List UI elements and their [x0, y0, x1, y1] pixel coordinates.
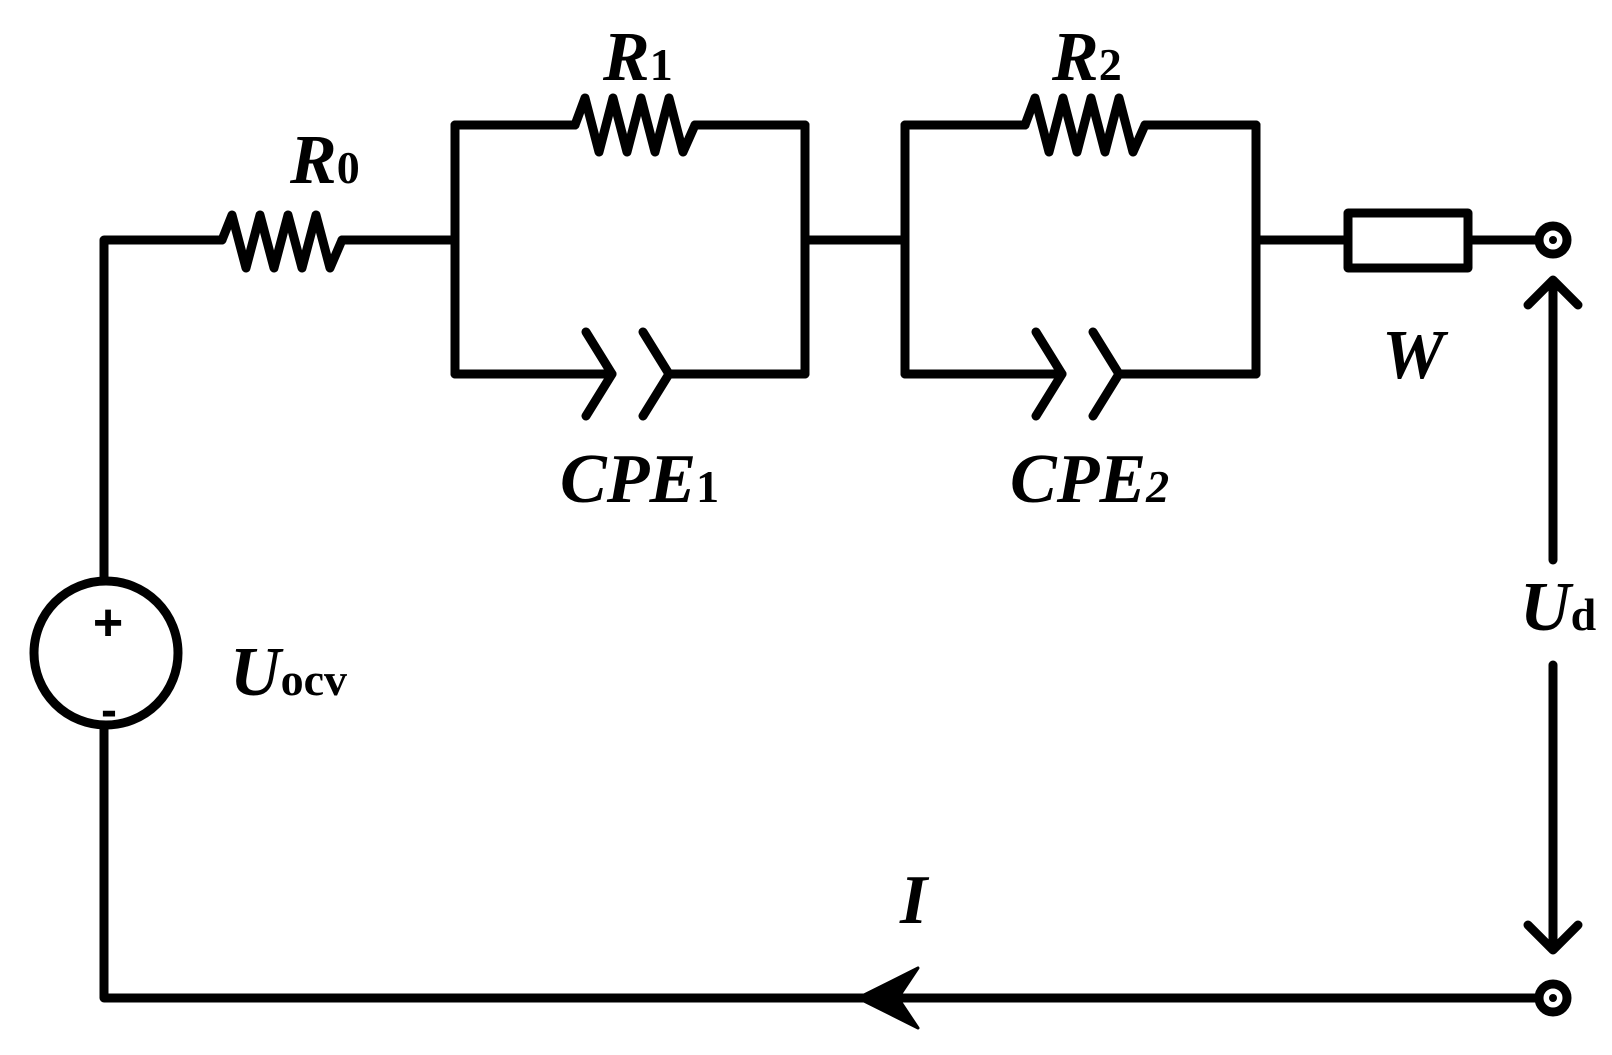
source-minus-sign: -	[101, 684, 117, 737]
voltage-source	[29, 576, 183, 730]
label-w: W	[1382, 317, 1449, 394]
ud-arrow-up-head	[1523, 275, 1583, 310]
label-ud: Ud	[1520, 569, 1597, 646]
warburg-element	[1343, 208, 1473, 273]
wire-left-top	[99, 235, 227, 585]
resistor-r1	[570, 93, 700, 157]
terminal-bottom-dot	[1549, 994, 1557, 1002]
terminal-top-dot	[1549, 236, 1557, 244]
label-cpe1: CPE1	[560, 441, 719, 518]
label-r1: R1	[602, 19, 673, 96]
wire-bottom	[99, 720, 1542, 1003]
resistor-r2	[1020, 93, 1150, 157]
label-r2: R2	[1051, 19, 1122, 96]
label-uocv: Uocv	[230, 634, 347, 711]
ud-arrow-down-head	[1523, 920, 1583, 955]
current-arrow-head	[856, 966, 920, 1030]
label-r0: R0	[289, 122, 360, 199]
resistor-r0	[217, 210, 347, 273]
label-cpe2: CPE2	[1010, 441, 1169, 518]
source-plus-sign: +	[93, 594, 123, 652]
label-current: I	[899, 862, 930, 939]
